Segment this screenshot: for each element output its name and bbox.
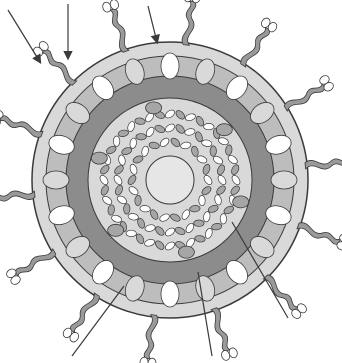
- nucleoprotein-bead: [123, 204, 130, 215]
- envelope-lobe: [161, 53, 179, 79]
- nucleoprotein-bead: [126, 230, 137, 237]
- envelope-lobe: [161, 281, 179, 307]
- nucleoprotein-bead: [113, 136, 120, 147]
- polymerase-blob: [108, 224, 124, 236]
- polymerase-blob: [178, 246, 194, 258]
- polymerase-blob: [146, 102, 162, 114]
- polymerase-blob: [233, 196, 249, 208]
- nucleoprotein-bead: [136, 133, 147, 140]
- polymerase-blob: [216, 124, 232, 136]
- nucleoprotein-bead: [220, 214, 227, 225]
- nucleoprotein-bead: [194, 220, 205, 227]
- nucleoprotein-bead: [135, 195, 142, 206]
- core: [146, 156, 194, 204]
- nucleoprotein-bead: [210, 146, 217, 157]
- envelope-lobe: [271, 171, 297, 189]
- envelope-lobe: [43, 171, 69, 189]
- polymerase-blob: [91, 152, 107, 164]
- nucleoprotein-bead: [199, 195, 206, 206]
- nucleoprotein-bead: [204, 123, 215, 130]
